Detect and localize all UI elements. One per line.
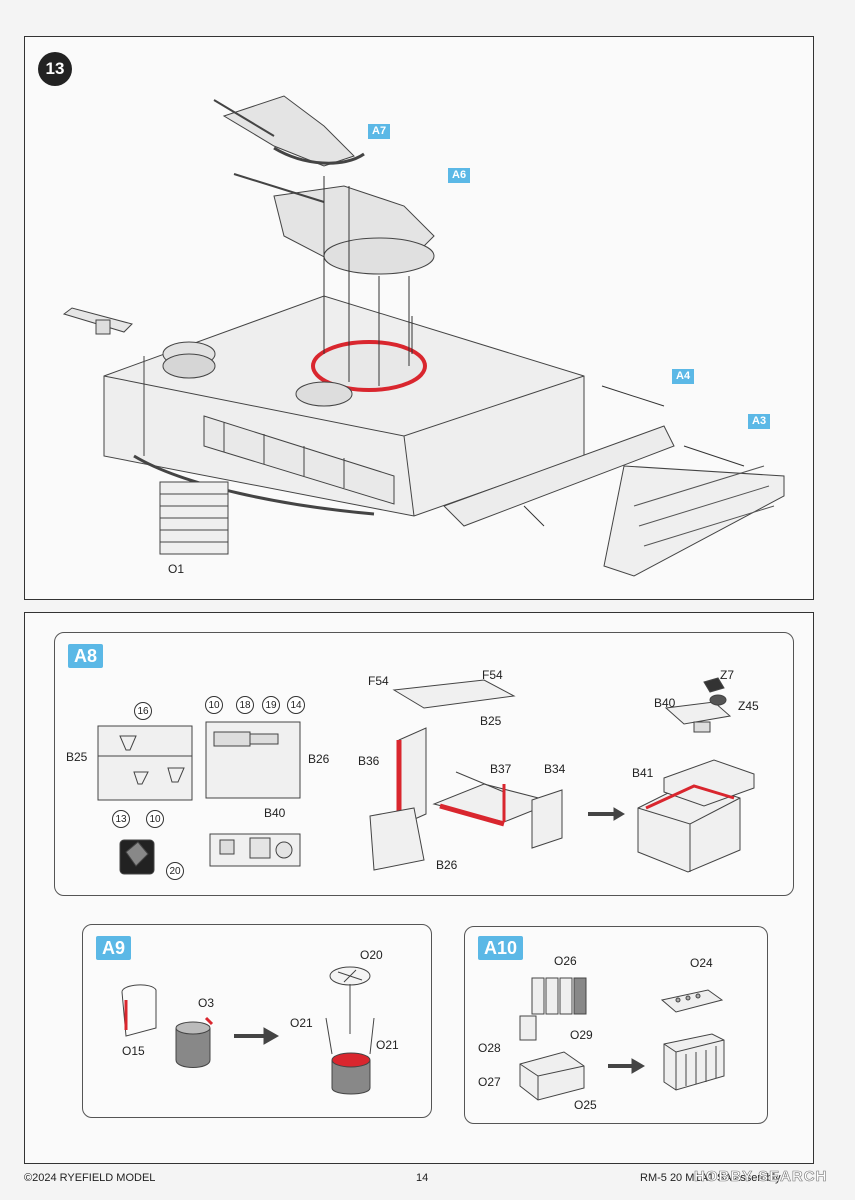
a9-label-o3: O3: [198, 996, 215, 1010]
part-tag-a4: A4: [672, 369, 695, 384]
a10-label-o24: O24: [690, 956, 713, 970]
a8-label-b37: B37: [490, 762, 512, 776]
part-tag-a3: A3: [748, 414, 771, 429]
a10-label-o26: O26: [554, 954, 577, 968]
a8-illustration: [97, 677, 755, 875]
a10-illustration: [519, 977, 725, 1101]
a8-label-b34: B34: [544, 762, 566, 776]
a8-label-b40-right: B40: [654, 696, 676, 710]
part-tag-a6: A6: [448, 168, 471, 183]
a8-label-b25-left: B25: [66, 750, 88, 764]
part-label-o1: O1: [168, 562, 185, 576]
a9-label-o20: O20: [360, 948, 383, 962]
a8-label-f54-b: F54: [482, 668, 503, 682]
footer-copyright: ©2024 RYEFIELD MODEL: [24, 1172, 156, 1184]
footer-model-code: RM-5 20 M1A1 SA assembly: [640, 1172, 781, 1184]
a9-label-o21a: O21: [290, 1016, 313, 1030]
a8-label-z7: Z7: [720, 668, 735, 682]
decal-number-13: 13: [112, 810, 130, 828]
decal-number-14: 14: [287, 696, 305, 714]
hobby-search-watermark: HOBBY SEARCH: [694, 1168, 828, 1186]
tank-turret-illustration: [62, 95, 785, 577]
a8-label-b40-bottom: B40: [264, 806, 286, 820]
a10-label-o29: O29: [570, 1028, 593, 1042]
part-tag-a7: A7: [368, 124, 391, 139]
decal-number-16: 16: [134, 702, 152, 720]
a8-label-b41: B41: [632, 766, 654, 780]
a8-label-b26-mid: B26: [308, 752, 330, 766]
a8-label-z45: Z45: [738, 699, 759, 713]
decal-number-20: 20: [166, 862, 184, 880]
decal-number-19: 19: [262, 696, 280, 714]
decal-number-18: 18: [236, 696, 254, 714]
a9-label-o15: O15: [122, 1044, 145, 1058]
decal-number-10a: 10: [146, 810, 164, 828]
a8-tag: A8: [68, 644, 104, 668]
a10-label-o27: O27: [478, 1075, 501, 1089]
footer-page-number: 14: [416, 1172, 429, 1184]
decal-number-10b: 10: [205, 696, 223, 714]
a9-illustration: [121, 966, 375, 1095]
a10-label-o25: O25: [574, 1098, 597, 1112]
a10-tag: A10: [478, 936, 524, 960]
a8-label-b25-top: B25: [480, 714, 502, 728]
a9-label-o21b: O21: [376, 1038, 399, 1052]
a8-label-f54-a: F54: [368, 674, 389, 688]
a8-label-b26-lower: B26: [436, 858, 458, 872]
a9-tag: A9: [96, 936, 132, 960]
a10-label-o28: O28: [478, 1041, 501, 1055]
step-number-badge: 13: [38, 52, 72, 86]
a8-label-b36: B36: [358, 754, 380, 768]
